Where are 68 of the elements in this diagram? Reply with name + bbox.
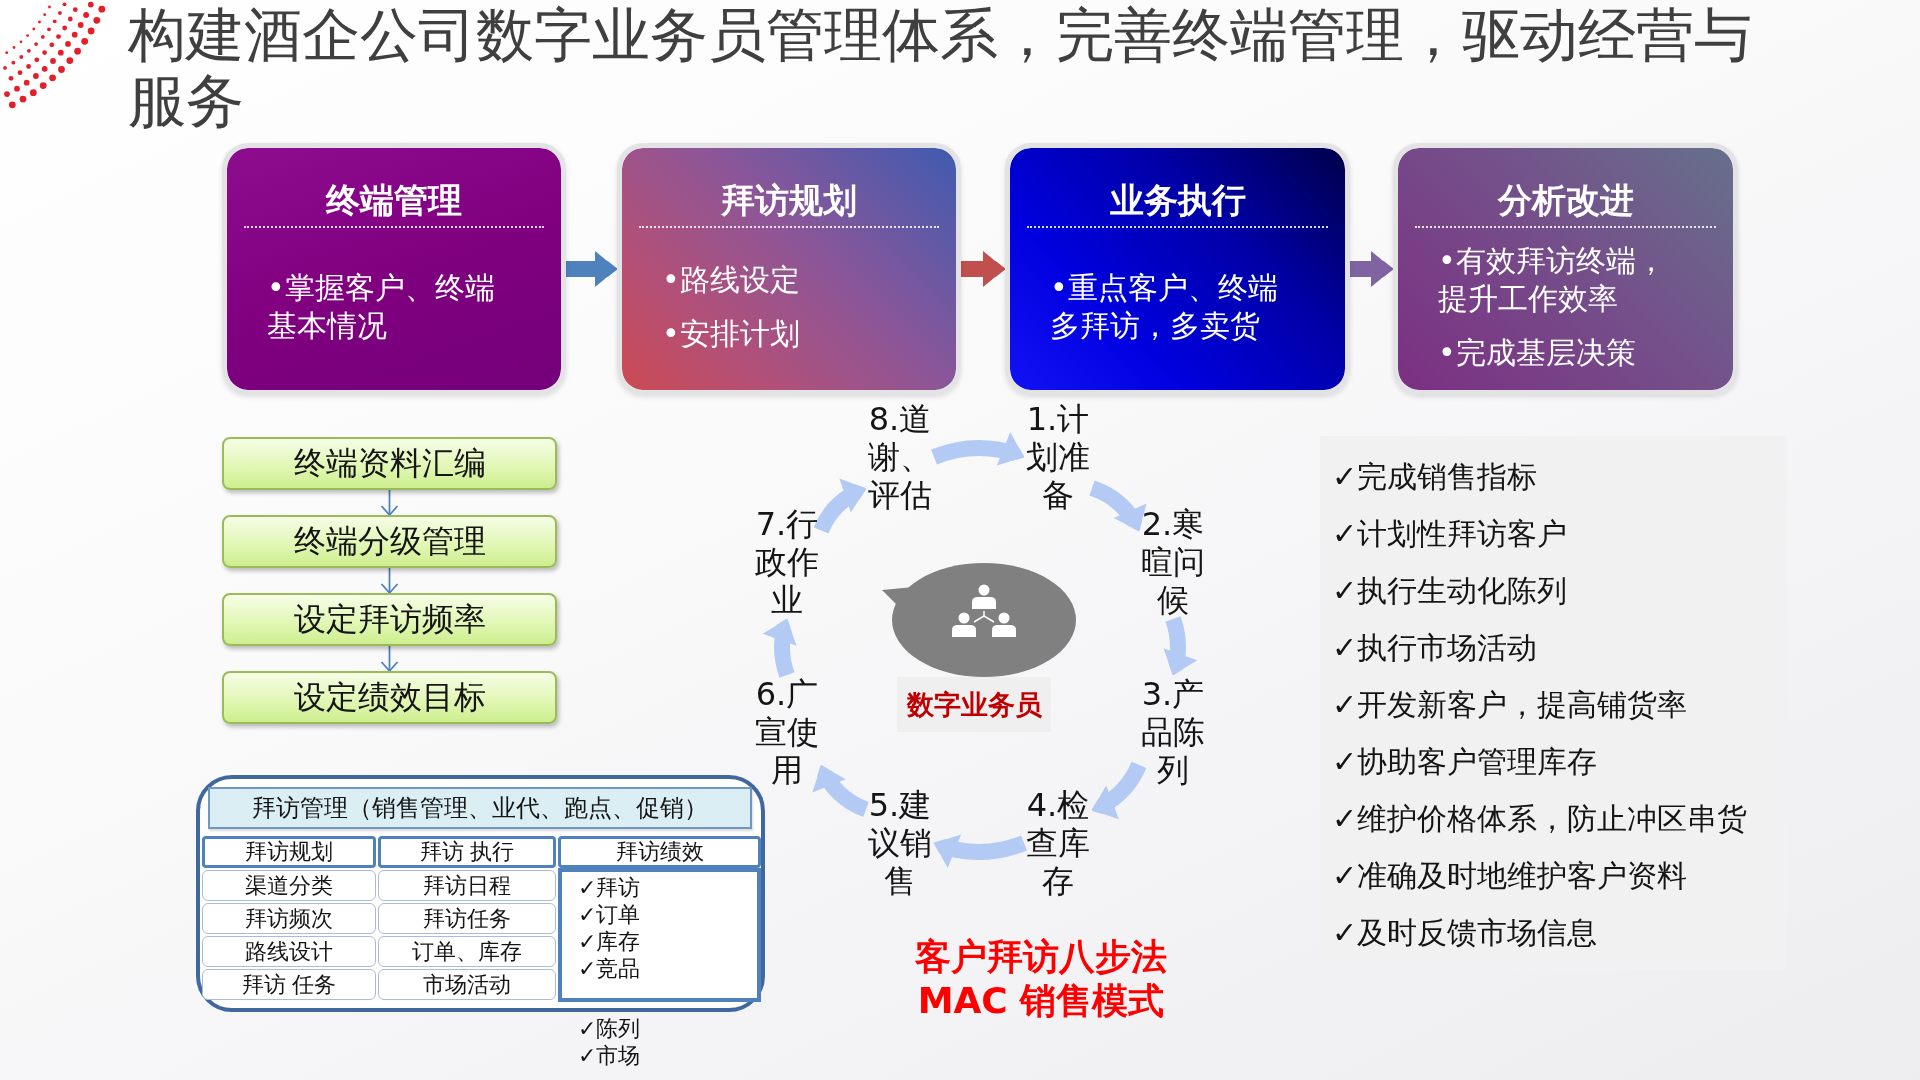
checklist-item: ✓准确及时地维护客户资料 (1332, 857, 1688, 895)
table-cell: 路线设计 (202, 936, 376, 967)
process-box: 设定绩效目标 (222, 671, 557, 724)
arrow (380, 645, 399, 672)
stage-card (617, 143, 961, 395)
table-cell: 渠道分类 (202, 870, 376, 901)
table-cell: 拜访日程 (378, 870, 556, 901)
step-label: 5.建议销售 (866, 786, 934, 900)
table-cell: 市场活动 (378, 969, 556, 1000)
block-arrow (1350, 251, 1393, 287)
checklist-item: ✓协助客户管理库存 (1332, 743, 1598, 781)
checklist-item: ✓开发新客户，提高铺货率 (1332, 686, 1688, 724)
card-text: •重点客户、终端多拜访，多卖货 (1050, 269, 1279, 345)
card-heading: 终端管理 (326, 179, 462, 222)
block-arrow (961, 251, 1005, 287)
card-text: •路线设定 (662, 261, 801, 299)
page-title: 构建酒企公司数字业务员管理体系，完善终端管理，驱动经营与服务 (128, 2, 1753, 134)
block-arrow (1162, 616, 1197, 678)
arrow (380, 489, 399, 516)
card-heading: 拜访规划 (721, 179, 857, 222)
table-cell: 拜访 任务 (202, 969, 376, 1000)
slogan-text: MAC 销售模式 (917, 980, 1165, 1022)
process-box: 终端资料汇编 (222, 437, 557, 490)
card-heading: 业务执行 (1109, 179, 1246, 222)
block-arrow (931, 432, 1027, 467)
step-label: 3.产品陈列 (1139, 675, 1207, 789)
checklist-item: ✓执行生动化陈列 (1332, 572, 1568, 610)
checklist-item: ✓完成销售指标 (1332, 458, 1538, 496)
stage-card (222, 143, 566, 395)
table-header-cell: 拜访规划 (202, 836, 376, 868)
card-text: •有效拜访终端，提升工作效率 (1438, 242, 1667, 318)
role-label: 数字业务员 (897, 677, 1051, 732)
stage-card (1393, 143, 1738, 395)
block-arrow (813, 479, 869, 534)
step-label: 8.道谢、评估 (866, 400, 934, 514)
process-box: 终端分级管理 (222, 515, 557, 568)
table-cell: 拜访任务 (378, 903, 556, 934)
checklist-item: ✓拜访 (578, 874, 641, 901)
card-heading: 分析改进 (1497, 179, 1634, 222)
checklist-item: ✓及时反馈市场信息 (1332, 914, 1598, 952)
checklist-item: ✓维护价格体系，防止冲区串货 (1332, 800, 1748, 838)
table-cell: 订单、库存 (378, 936, 556, 967)
card-text: •完成基层决策 (1438, 334, 1637, 372)
block-arrow (931, 833, 1027, 868)
card-text: •掌握客户、终端基本情况 (267, 269, 496, 345)
checklist-item: ✓陈列 (578, 1015, 641, 1042)
table-title-bar: 拜访管理（销售管理、业代、跑点、促销） (208, 787, 752, 829)
card-text: •安排计划 (662, 315, 801, 353)
table-header-cell: 拜访 执行 (378, 836, 556, 868)
step-label: 4.检查库存 (1024, 786, 1092, 900)
checklist-item: ✓竞品 (578, 955, 641, 982)
checklist-item: ✓市场 (578, 1042, 641, 1069)
block-arrow (566, 251, 617, 287)
block-arrow (763, 616, 798, 678)
checklist-item: ✓执行市场活动 (1332, 629, 1538, 667)
arrow (380, 567, 399, 594)
step-label: 7.行政作业 (753, 505, 821, 619)
table-header-cell: 拜访绩效 (558, 836, 761, 868)
process-box: 设定拜访频率 (222, 593, 557, 646)
stage-card (1005, 143, 1350, 395)
step-label: 6.广宣使用 (753, 675, 821, 789)
checklist-item: ✓订单 (578, 901, 641, 928)
step-label: 1.计划准备 (1024, 400, 1092, 514)
step-label: 2.寒暄问候 (1139, 505, 1207, 619)
slogan-text: 客户拜访八步法 (915, 936, 1167, 978)
checklist-item: ✓计划性拜访客户 (1332, 515, 1568, 553)
checklist-item: ✓库存 (578, 928, 641, 955)
table-cell: 拜访频次 (202, 903, 376, 934)
